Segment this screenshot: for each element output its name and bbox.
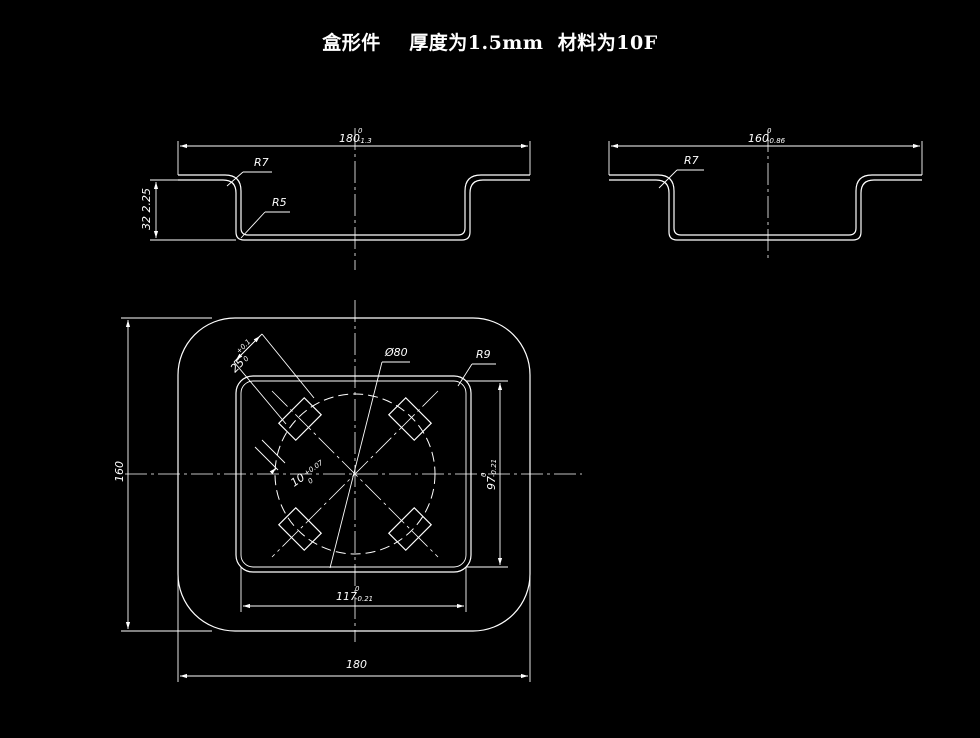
plan-slot-length-dim [235,335,261,361]
side-view-profile-inner [609,174,922,236]
plan-slot-width-lower: 0 [307,476,316,485]
plan-corner-radius: R9 [476,348,491,361]
plan-slot-length-lower: 0 [242,354,251,363]
drawing-title: 盒形件 厚度为1.5mm 材料为10F [322,32,658,54]
plan-overall-width: 180 [346,658,367,671]
plan-slot-width-upper: +0.07 [303,458,326,477]
slot-bottom-left [277,506,323,552]
front-width-dim-lower: -1.3 [358,137,372,145]
side-view-profile-outer [609,179,922,241]
plan-inner-height-upper: 0 [480,472,488,477]
side-width-dim-lower: -0.86 [767,137,786,145]
front-view: 180 0 -1.3 32 2.25 R7 R5 [140,127,531,270]
plan-view: 180 160 117 0 -0.21 97 0 -0.21 R9 Ø80 2 [113,300,582,682]
side-width-dim-upper: 0 [767,127,772,135]
front-view-profile-outer [178,179,530,241]
slot-top-left [277,396,323,442]
plan-inner-width-nominal: 117 [336,590,357,603]
plan-inner-height-nominal: 97 [485,476,498,490]
plan-inner-height-lower: -0.21 [490,459,498,477]
slot-bottom-right [387,506,433,552]
slot-top-right [387,396,433,442]
plan-inner-width-upper: 0 [355,585,360,593]
front-width-dim-upper: 0 [358,127,363,135]
front-bottom-radius: R5 [272,196,287,209]
plan-overall-height: 160 [113,461,126,482]
center-hole [274,393,436,555]
plan-slot-width-dim [269,467,277,475]
front-view-profile-inner [178,174,530,236]
side-view: 160 0 -0.86 R7 [608,127,923,258]
front-flange-radius: R7 [254,156,269,169]
front-height-dim: 32 2.25 [140,188,153,230]
side-width-dim-nominal: 160 [748,132,769,145]
plan-inner-width-lower: -0.21 [355,595,373,603]
plan-outer-outline [177,317,531,632]
side-flange-radius: R7 [684,154,699,167]
front-width-dim-nominal: 180 [339,132,360,145]
plan-hole-diameter: Ø80 [384,346,408,359]
